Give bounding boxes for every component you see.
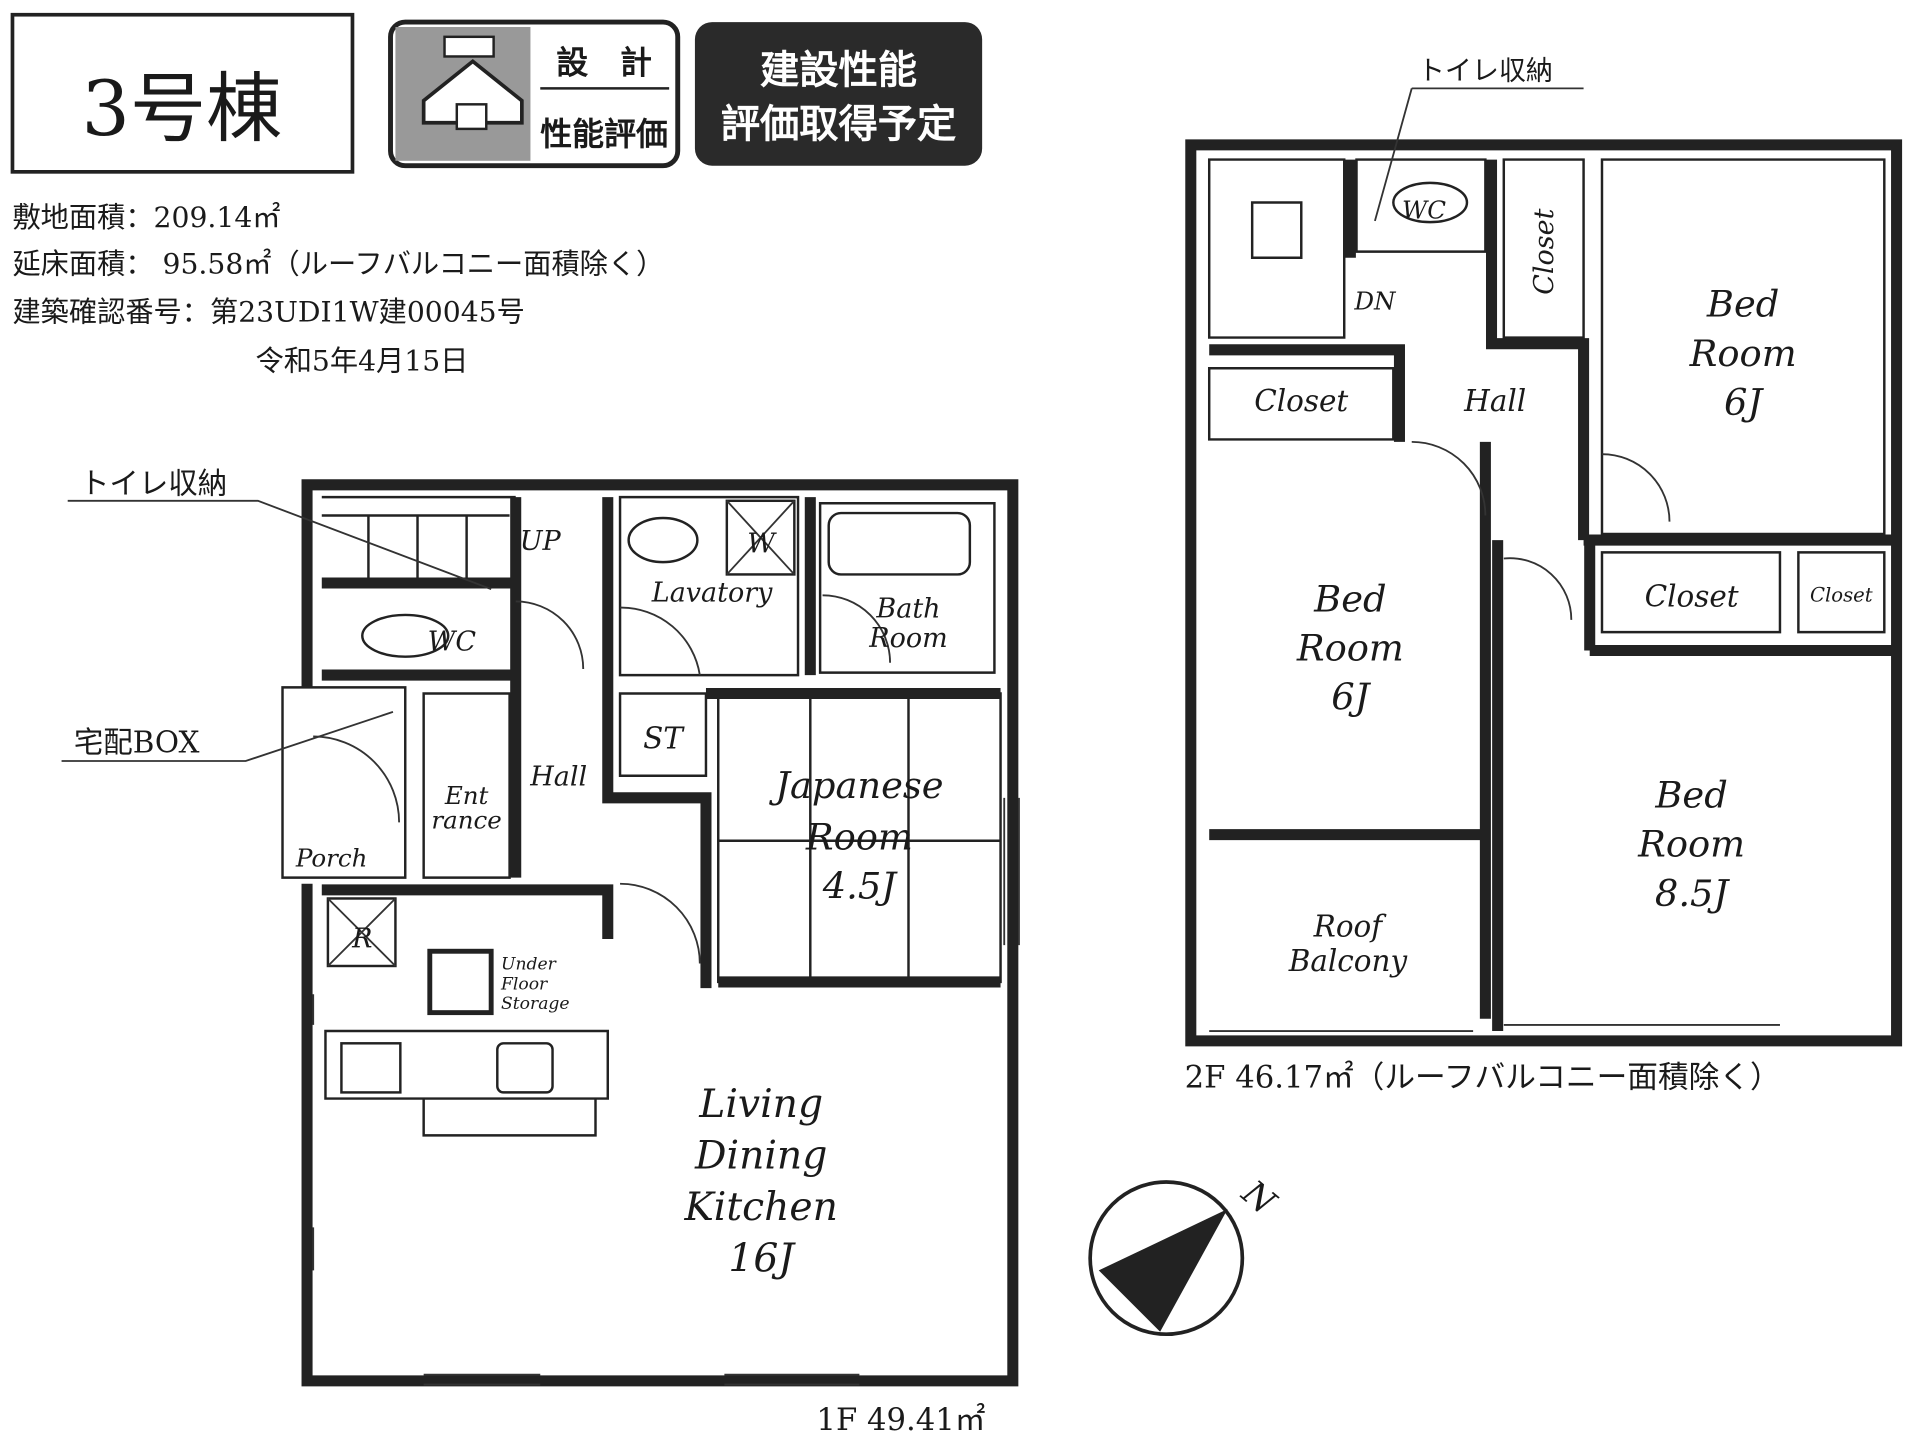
confirmation-number: 建築確認番号：第23UDI1W建00045号 [12, 296, 524, 329]
building-title-box: 3号棟 [10, 12, 355, 174]
wc-2f-label: WC [1402, 195, 1446, 224]
toilet-storage-callout-2f: トイレ収納 [1418, 56, 1553, 87]
ldk-label-3: Kitchen [683, 1185, 837, 1230]
washer-label: W [747, 528, 777, 559]
floor-area: 延床面積： 95.58㎡（ルーフバルコニー面積除く） [12, 248, 664, 281]
badge-evaluation-label: 性能評価 [540, 115, 668, 153]
refrigerator-label: R [351, 924, 372, 955]
building-title: 3号棟 [82, 64, 283, 153]
ldk-label-2: Dining [694, 1134, 827, 1179]
stairs-down-label: DN [1353, 286, 1397, 315]
balcony-label-2: Balcony [1288, 944, 1408, 978]
construction-evaluation-badge: 建設性能 評価取得予定 [694, 22, 983, 166]
under-floor-label-2: Floor [500, 974, 549, 994]
bedroom3-label: Bed [1654, 774, 1727, 817]
floor2-caption: 2F 46.17㎡（ルーフバルコニー面積除く） [1185, 1061, 1781, 1096]
hall-1f-label: Hall [529, 762, 587, 793]
closet-small-label: Closet [1810, 583, 1873, 606]
bath-room-label: Room [868, 623, 947, 654]
entrance-label-2: rance [431, 806, 501, 835]
bedroom3-label-2: Room [1637, 823, 1745, 866]
porch-label: Porch [295, 844, 368, 873]
bedroom2-size: 6J [1331, 675, 1371, 718]
badge-design-label: 設 計 [556, 44, 652, 82]
closet-mid-label: Closet [1645, 579, 1739, 613]
site-area: 敷地面積：209.14㎡ [12, 201, 280, 234]
north-label: N [1233, 1172, 1284, 1224]
bedroom1-label-2: Room [1689, 332, 1797, 375]
bedroom2-label-2: Room [1296, 626, 1404, 669]
under-floor-label: Under [501, 955, 558, 975]
floor2-plan: WC DN Closet Bed Room 6J Closet Hall Bed… [1185, 56, 1903, 1096]
floor1-caption: 1F 49.41㎡ [816, 1403, 985, 1438]
badge-line2: 評価取得予定 [721, 101, 957, 147]
storage-label: ST [643, 722, 685, 756]
entrance-label: Ent [444, 781, 489, 810]
japanese-room-label-2: Room [805, 815, 913, 858]
house-icon [421, 59, 524, 125]
confirmation-date: 令和5年4月15日 [256, 345, 469, 378]
hall-2f-label: Hall [1463, 384, 1526, 418]
bedroom3-size: 8.5J [1655, 872, 1731, 915]
under-floor-label-3: Storage [501, 994, 570, 1014]
stairs-up-label: UP [520, 526, 562, 557]
design-evaluation-badge: 設 計 性能評価 [388, 19, 681, 169]
balcony-label: Roof [1313, 910, 1388, 944]
ldk-size: 16J [728, 1237, 796, 1282]
bath-label: Bath [875, 593, 940, 624]
lavatory-label: Lavatory [651, 577, 773, 608]
toilet-storage-callout-1f: トイレ収納 [80, 466, 227, 500]
badge-line1: 建設性能 [760, 47, 917, 93]
compass-icon: N [1088, 1172, 1284, 1337]
bedroom1-label: Bed [1706, 283, 1779, 326]
ldk-label: Living [698, 1082, 823, 1127]
property-info: 敷地面積：209.14㎡ 延床面積： 95.58㎡（ルーフバルコニー面積除く） … [12, 201, 664, 378]
delivery-box-callout: 宅配BOX [74, 725, 200, 759]
closet-vertical-label: Closet [1529, 208, 1560, 294]
floor1-plan: UP WC Lavatory W Bath Room ST Hall Ent r… [61, 466, 1020, 1438]
wc-1f-label: WC [428, 627, 477, 658]
japanese-room-label: Japanese [768, 764, 943, 807]
japanese-room-size: 4.5J [822, 864, 899, 907]
bedroom2-label: Bed [1313, 577, 1386, 620]
bedroom1-size: 6J [1724, 381, 1764, 424]
closet-left-label: Closet [1254, 384, 1348, 418]
